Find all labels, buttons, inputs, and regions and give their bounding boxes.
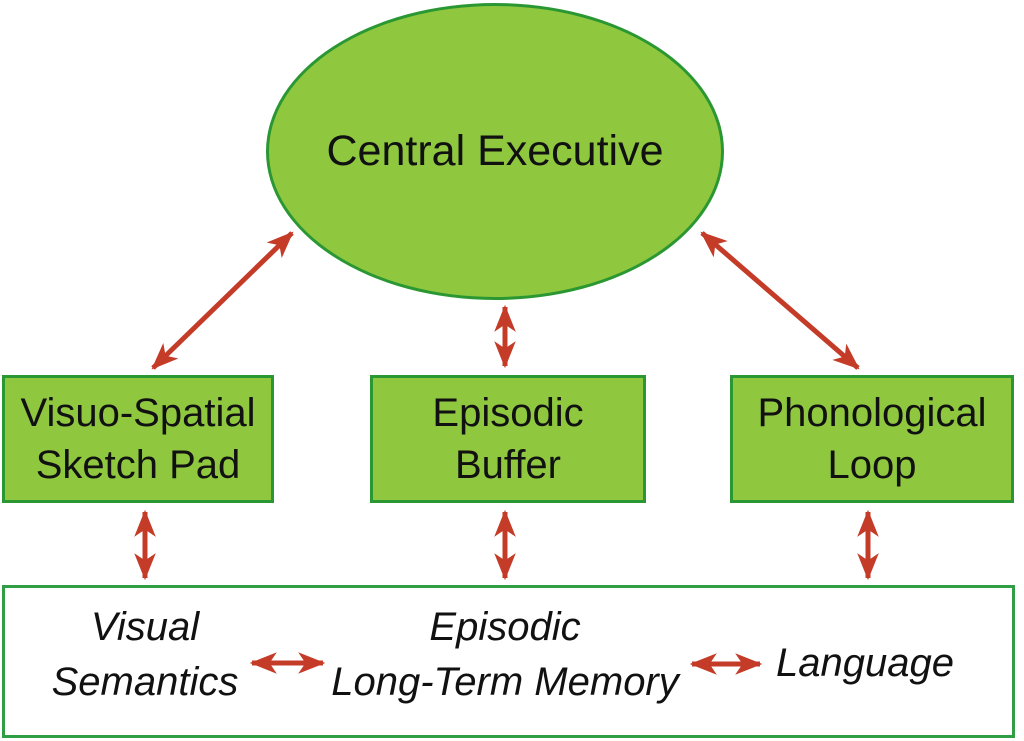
arrow-central-to-visuospatial [151,231,294,370]
node-long-term-memory-container [2,585,1015,738]
node-episodic-buffer: Episodic Buffer [370,375,646,503]
episodic-ltm-label-line2: Long-Term Memory [331,660,679,705]
arrow-central-to-phonological [700,231,860,370]
node-central-executive: Central Executive [266,3,724,300]
phonological-loop-label-line1: Phonological [757,391,987,435]
episodic-ltm-label-line1: Episodic [429,605,581,649]
visuo-spatial-label-line1: Visuo-Spatial [20,391,256,435]
language-label: Language [776,641,954,685]
central-executive-label: Central Executive [326,127,664,175]
node-phonological-loop: Phonological Loop [730,375,1014,503]
node-visuo-spatial-sketch-pad: Visuo-Spatial Sketch Pad [2,375,274,503]
episodic-buffer-label-line1: Episodic [432,391,584,435]
node-visual-semantics: Visual Semantics [15,600,275,710]
visuo-spatial-label-line2: Sketch Pad [35,443,241,487]
node-episodic-long-term-memory: Episodic Long-Term Memory [325,600,685,710]
episodic-buffer-label-line2: Buffer [455,443,561,487]
node-language: Language [745,636,985,691]
phonological-loop-label-line2: Loop [827,443,917,487]
visual-semantics-label-line2: Semantics [51,660,239,705]
visual-semantics-label-line1: Visual [90,605,200,649]
